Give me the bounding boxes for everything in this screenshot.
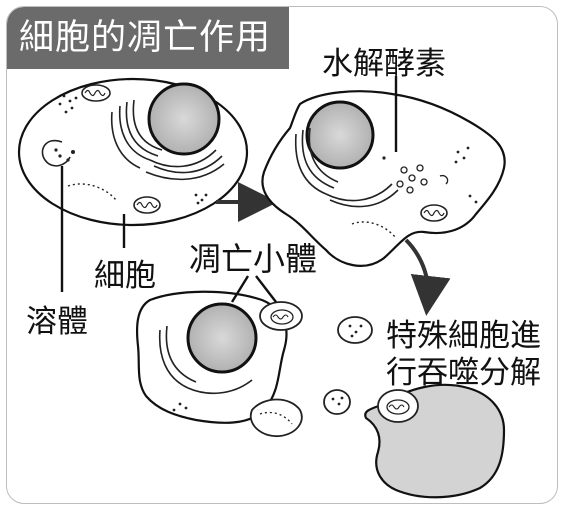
label-apoptotic-body: 凋亡小體	[189, 240, 318, 278]
ribosome-dots	[382, 146, 478, 204]
mitochondrion	[420, 204, 448, 222]
arrow-to-phagocytosis	[404, 238, 451, 316]
label-phagocytosis-line1: 特殊細胞進	[386, 318, 541, 354]
apoptotic-body-pointer	[255, 275, 277, 303]
apoptotic-body	[249, 398, 303, 437]
healthy-cell	[17, 77, 249, 227]
label-hydrolase: 水解酵素	[322, 46, 446, 82]
endoplasmic-reticulum	[110, 99, 225, 181]
phagocyte	[364, 383, 506, 499]
label-lysosome: 溶體	[26, 304, 88, 340]
lysosome	[41, 139, 75, 167]
mitochondrion	[133, 196, 161, 214]
label-phagocytosis-line2: 行吞噬分解	[386, 355, 541, 391]
ribosome-dots	[172, 402, 188, 412]
apoptotic-body	[259, 301, 303, 331]
nucleus	[147, 82, 221, 156]
endoplasmic-reticulum	[294, 127, 399, 208]
label-cell: 細胞	[94, 258, 156, 294]
fragmented-nucleus	[186, 302, 258, 374]
free-apoptotic-body	[337, 316, 373, 344]
mitochondrion	[81, 84, 111, 102]
title-banner: 細胞的凋亡作用	[7, 7, 289, 69]
lysosome	[439, 174, 449, 185]
condensed-nucleus	[305, 100, 375, 170]
endoplasmic-reticulum	[158, 325, 253, 395]
apoptotic-cell	[135, 275, 303, 437]
vesicles	[396, 164, 428, 194]
shrinking-cell	[261, 76, 506, 267]
diagram-title: 細胞的凋亡作用	[19, 18, 272, 58]
apoptotic-body-pointer	[230, 275, 250, 303]
free-apoptotic-body	[323, 389, 351, 415]
ribosome-dots	[58, 94, 208, 205]
